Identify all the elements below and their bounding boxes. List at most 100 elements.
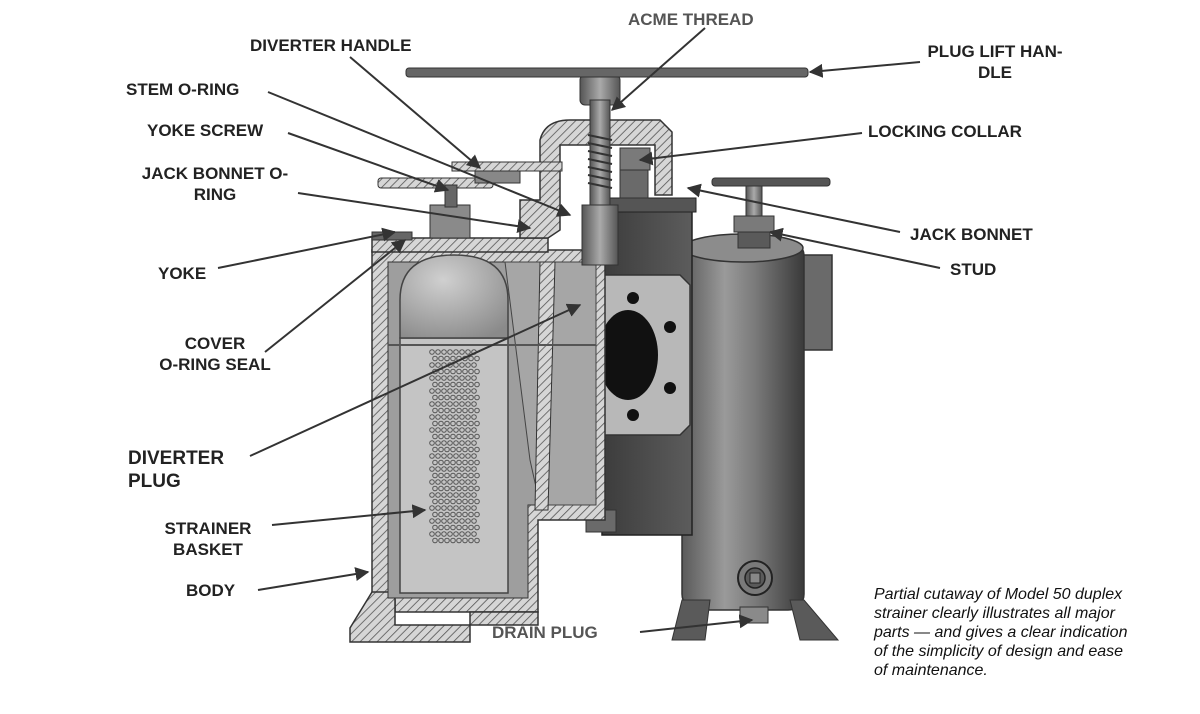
perforation-hole bbox=[456, 524, 462, 531]
perforation-hole bbox=[432, 433, 438, 440]
perforation-hole bbox=[462, 420, 468, 427]
perforation-hole bbox=[438, 485, 444, 492]
perforation-hole bbox=[435, 362, 441, 368]
perforation-hole bbox=[432, 355, 438, 362]
perforation-hole bbox=[459, 401, 465, 407]
label-acme-thread: ACME THREAD bbox=[628, 10, 754, 29]
perforation-hole bbox=[456, 472, 462, 479]
perforation-hole bbox=[471, 505, 477, 511]
perforation-hole bbox=[447, 427, 453, 433]
label-yoke: YOKE bbox=[158, 264, 207, 283]
perforation-hole bbox=[450, 459, 456, 466]
perforation-hole bbox=[468, 472, 474, 479]
perforation-hole bbox=[441, 518, 447, 524]
perforation-hole bbox=[432, 381, 438, 388]
perforation-hole bbox=[462, 524, 468, 531]
perforation-hole bbox=[438, 459, 444, 466]
perforation-hole bbox=[474, 472, 480, 479]
perforation-hole bbox=[429, 375, 435, 381]
perforation-hole bbox=[450, 368, 456, 375]
perforation-hole bbox=[471, 401, 477, 407]
perforation-hole bbox=[435, 505, 441, 511]
perforation-hole bbox=[429, 440, 435, 446]
perforation-hole bbox=[450, 446, 456, 453]
perforation-hole bbox=[474, 368, 480, 375]
perforation-hole bbox=[444, 485, 450, 492]
perforation-hole bbox=[456, 420, 462, 427]
perforation-hole bbox=[429, 531, 435, 537]
perforation-hole bbox=[429, 401, 435, 407]
perforation-hole bbox=[459, 466, 465, 472]
perforation-hole bbox=[462, 537, 468, 544]
perforation-hole bbox=[465, 466, 471, 472]
perforation-hole bbox=[453, 440, 459, 446]
label-jack-bonnet-o-ring: JACK BONNET O- RING bbox=[141, 164, 289, 204]
perforation-hole bbox=[435, 518, 441, 524]
perforation-hole bbox=[471, 375, 477, 381]
perforation-hole bbox=[474, 394, 480, 401]
perforation-hole bbox=[456, 485, 462, 492]
perforation-hole bbox=[456, 407, 462, 414]
perforation-hole bbox=[462, 433, 468, 440]
perforation-hole bbox=[444, 524, 450, 531]
perforation-hole bbox=[432, 537, 438, 544]
perforation-hole bbox=[459, 375, 465, 381]
perforation-hole bbox=[441, 466, 447, 472]
perforation-hole bbox=[435, 349, 441, 355]
label-diverter-plug: DIVERTER PLUG bbox=[128, 448, 225, 492]
perforation-hole bbox=[465, 375, 471, 381]
perforation-hole bbox=[468, 394, 474, 401]
perforation-hole bbox=[465, 440, 471, 446]
perforation-hole bbox=[456, 446, 462, 453]
perforation-hole bbox=[471, 427, 477, 433]
perforation-hole bbox=[453, 349, 459, 355]
perforation-hole bbox=[465, 479, 471, 485]
perforation-hole bbox=[453, 518, 459, 524]
perforation-hole bbox=[459, 518, 465, 524]
perforation-hole bbox=[447, 388, 453, 394]
perforation-hole bbox=[444, 355, 450, 362]
perforation-hole bbox=[462, 498, 468, 505]
perforation-hole bbox=[438, 472, 444, 479]
perforation-hole bbox=[438, 420, 444, 427]
perforation-hole bbox=[459, 388, 465, 394]
perforation-hole bbox=[435, 492, 441, 498]
perforation-hole bbox=[453, 375, 459, 381]
perforation-hole bbox=[468, 498, 474, 505]
perforation-hole bbox=[438, 355, 444, 362]
perforation-hole bbox=[453, 492, 459, 498]
right-stud bbox=[711, 177, 831, 249]
perforation-hole bbox=[450, 498, 456, 505]
perforation-hole bbox=[459, 453, 465, 459]
perforation-hole bbox=[474, 537, 480, 544]
perforation-hole bbox=[435, 531, 441, 537]
perforation-hole bbox=[447, 518, 453, 524]
perforation-hole bbox=[456, 368, 462, 375]
perforation-hole bbox=[462, 485, 468, 492]
perforation-hole bbox=[444, 459, 450, 466]
perforation-hole bbox=[429, 414, 435, 420]
perforation-hole bbox=[429, 505, 435, 511]
perforation-hole bbox=[432, 511, 438, 518]
perforation-hole bbox=[444, 537, 450, 544]
perforation-hole bbox=[441, 505, 447, 511]
perforation-hole bbox=[438, 524, 444, 531]
perforation-hole bbox=[441, 479, 447, 485]
perforation-hole bbox=[453, 414, 459, 420]
label-locking-collar: LOCKING COLLAR bbox=[868, 122, 1022, 141]
perforation-hole bbox=[450, 407, 456, 414]
perforation-hole bbox=[468, 355, 474, 362]
inlet-flange bbox=[598, 274, 691, 436]
label-drain-plug: DRAIN PLUG bbox=[492, 623, 598, 642]
perforation-hole bbox=[429, 349, 435, 355]
perforation-hole bbox=[447, 479, 453, 485]
perforation-hole bbox=[459, 414, 465, 420]
perforation-hole bbox=[474, 485, 480, 492]
perforation-hole bbox=[456, 394, 462, 401]
perforation-hole bbox=[429, 466, 435, 472]
perforation-hole bbox=[459, 531, 465, 537]
perforation-hole bbox=[444, 420, 450, 427]
perforation-hole bbox=[465, 362, 471, 368]
perforation-hole bbox=[465, 531, 471, 537]
perforation-hole bbox=[465, 388, 471, 394]
